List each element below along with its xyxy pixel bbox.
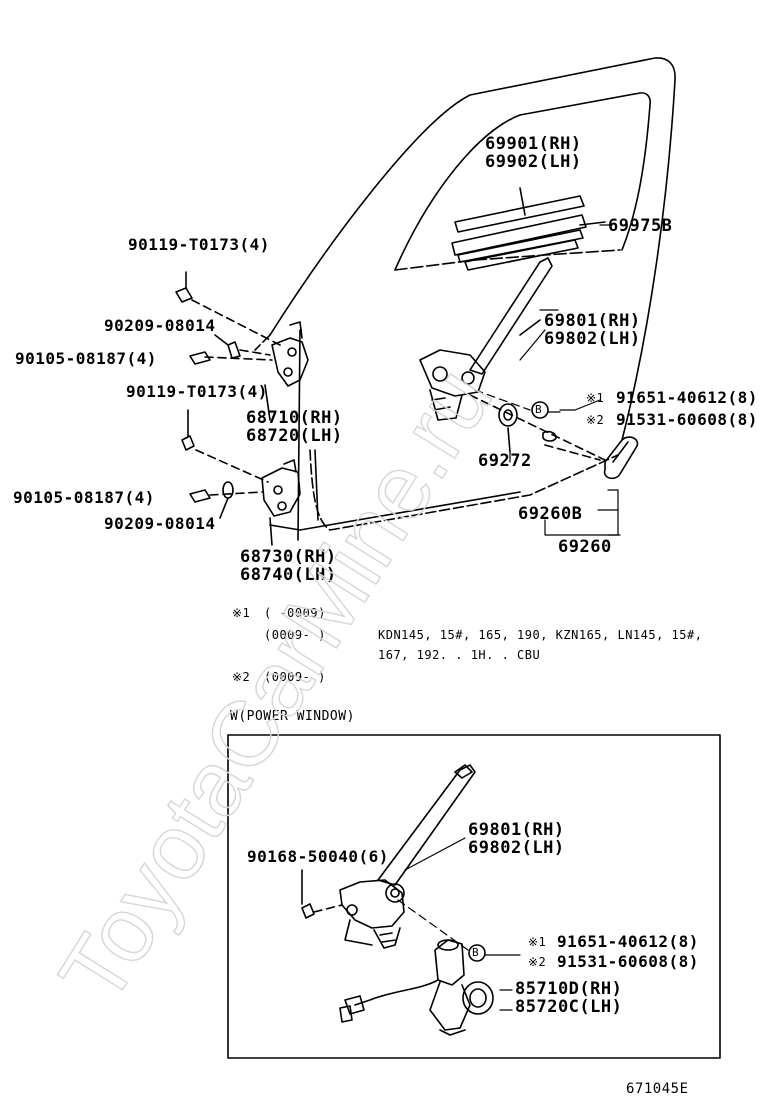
ref-b-label-power: B (472, 946, 480, 959)
part-label-screw-2-upper: 91531-60608(8) (616, 410, 758, 429)
part-label-hinge-upper-lh: 68720(LH) (246, 426, 343, 446)
pw-label-bolt: 90168-50040(6) (247, 847, 389, 866)
ref-b-circle-upper (531, 401, 549, 419)
note-1-mark: ※1 (232, 606, 251, 620)
part-label-glass-run-lh: 69902(LH) (485, 152, 582, 172)
part-label-glass-channel: 69975B (608, 216, 673, 236)
power-regulator-part (339, 764, 476, 949)
note-2-range: (0009- ) (264, 670, 326, 684)
part-label-hinge-upper-rh: 68710(RH) (246, 408, 343, 428)
pw-label-motor-lh: 85720C(LH) (515, 997, 623, 1017)
power-bolt-part (301, 869, 343, 919)
power-leader-lines (397, 837, 521, 1011)
lower-hinge-part (261, 459, 301, 546)
part-label-regulator-lh: 69802(LH) (544, 329, 641, 349)
ref-b-circle-power (468, 944, 486, 962)
note-2-mark: ※2 (232, 670, 251, 684)
part-label-hinge-lower-rh: 68730(RH) (240, 547, 337, 567)
pw-mark-2: ※2 (528, 955, 547, 969)
part-label-bolt-top-lower: 90119-T0173(4) (126, 382, 268, 401)
part-label-bolt-top-upper: 90119-T0173(4) (128, 235, 270, 254)
pw-label-regulator-rh: 69801(RH) (468, 820, 565, 840)
motor-part (339, 939, 494, 1036)
part-label-glass-run-rh: 69901(RH) (485, 134, 582, 154)
note-1b-models: KDN145, 15#, 165, 190, KZN165, LN145, 15… (378, 628, 703, 642)
diagram-code: 671045E (626, 1081, 689, 1097)
mark-2-upper: ※2 (586, 413, 605, 427)
note-1b-range: (0009- ) (264, 628, 326, 642)
pw-label-screw-2: 91531-60608(8) (557, 952, 699, 971)
part-label-bolt-side-lower: 90105-08187(4) (13, 488, 155, 507)
part-label-handle-sub: 69260B (518, 504, 583, 524)
mark-1-upper: ※1 (586, 391, 605, 405)
power-window-box (227, 734, 721, 1059)
glass-run-part (451, 187, 606, 271)
part-label-bolt-side-upper: 90105-08187(4) (15, 349, 157, 368)
part-label-washer-lower: 90209-08014 (104, 514, 216, 533)
pw-label-motor-rh: 85710D(RH) (515, 979, 623, 999)
upper-fasteners (175, 271, 281, 365)
part-label-washer-upper: 90209-08014 (104, 316, 216, 335)
note-1-range: ( -0009) (264, 606, 326, 620)
part-label-spacer: 69272 (478, 451, 532, 471)
ref-b-label-upper: B (535, 403, 543, 416)
note-1b-models-2: 167, 192. . 1H. . CBU (378, 648, 541, 662)
pw-label-regulator-lh: 69802(LH) (468, 838, 565, 858)
part-label-hinge-lower-lh: 68740(LH) (240, 565, 337, 585)
part-label-handle: 69260 (558, 537, 612, 557)
lower-fasteners (181, 409, 269, 519)
section-title-power-window: W(POWER WINDOW) (230, 709, 355, 724)
part-label-screw-1-upper: 91651-40612(8) (616, 388, 758, 407)
part-label-regulator-rh: 69801(RH) (544, 311, 641, 331)
manual-regulator-part (419, 257, 553, 421)
pw-label-screw-1: 91651-40612(8) (557, 932, 699, 951)
pw-mark-1: ※1 (528, 935, 547, 949)
leader-lines-upper (474, 224, 621, 536)
door-outline (254, 57, 676, 541)
window-handle-part (469, 394, 639, 480)
upper-hinge-part (264, 321, 309, 421)
